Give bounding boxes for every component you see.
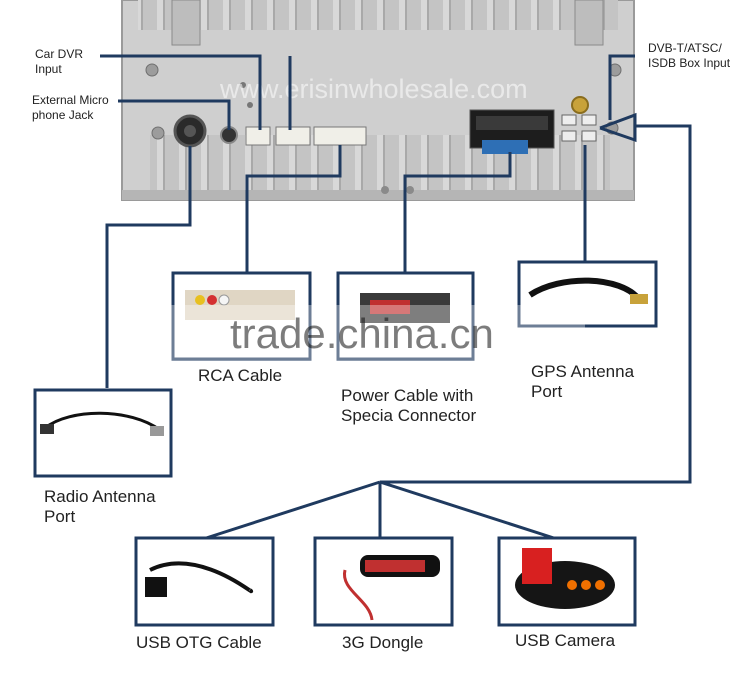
mic-label: External Micro phone Jack bbox=[32, 93, 109, 122]
camera-label: USB Camera bbox=[515, 631, 616, 650]
gps-label: GPS Antenna Port bbox=[531, 362, 635, 401]
usb-otg-box bbox=[134, 536, 275, 627]
watermark-top: www.erisinwholesale.com bbox=[219, 74, 528, 104]
power-cable-box bbox=[336, 271, 475, 361]
watermark-middle: trade.china.cn bbox=[230, 310, 494, 357]
car-dvr-label: Car DVR Input bbox=[35, 47, 84, 76]
gps-antenna-box bbox=[517, 260, 658, 328]
connection-lines bbox=[100, 54, 692, 542]
dvb-label: DVB-T/ATSC/ ISDB Box Input bbox=[648, 41, 731, 70]
usb-otg-label: USB OTG Cable bbox=[136, 633, 262, 652]
rca-cable-box bbox=[171, 271, 312, 361]
3g-dongle-box bbox=[313, 536, 454, 627]
radio-label: Radio Antenna Port bbox=[44, 487, 156, 526]
head-unit-chassis bbox=[121, 0, 635, 201]
usb-camera-box bbox=[497, 536, 637, 627]
rca-label: RCA Cable bbox=[198, 366, 283, 385]
radio-antenna-box bbox=[33, 388, 173, 478]
power-label: Power Cable with Specia Connector bbox=[341, 386, 477, 425]
dongle-label: 3G Dongle bbox=[342, 633, 424, 652]
